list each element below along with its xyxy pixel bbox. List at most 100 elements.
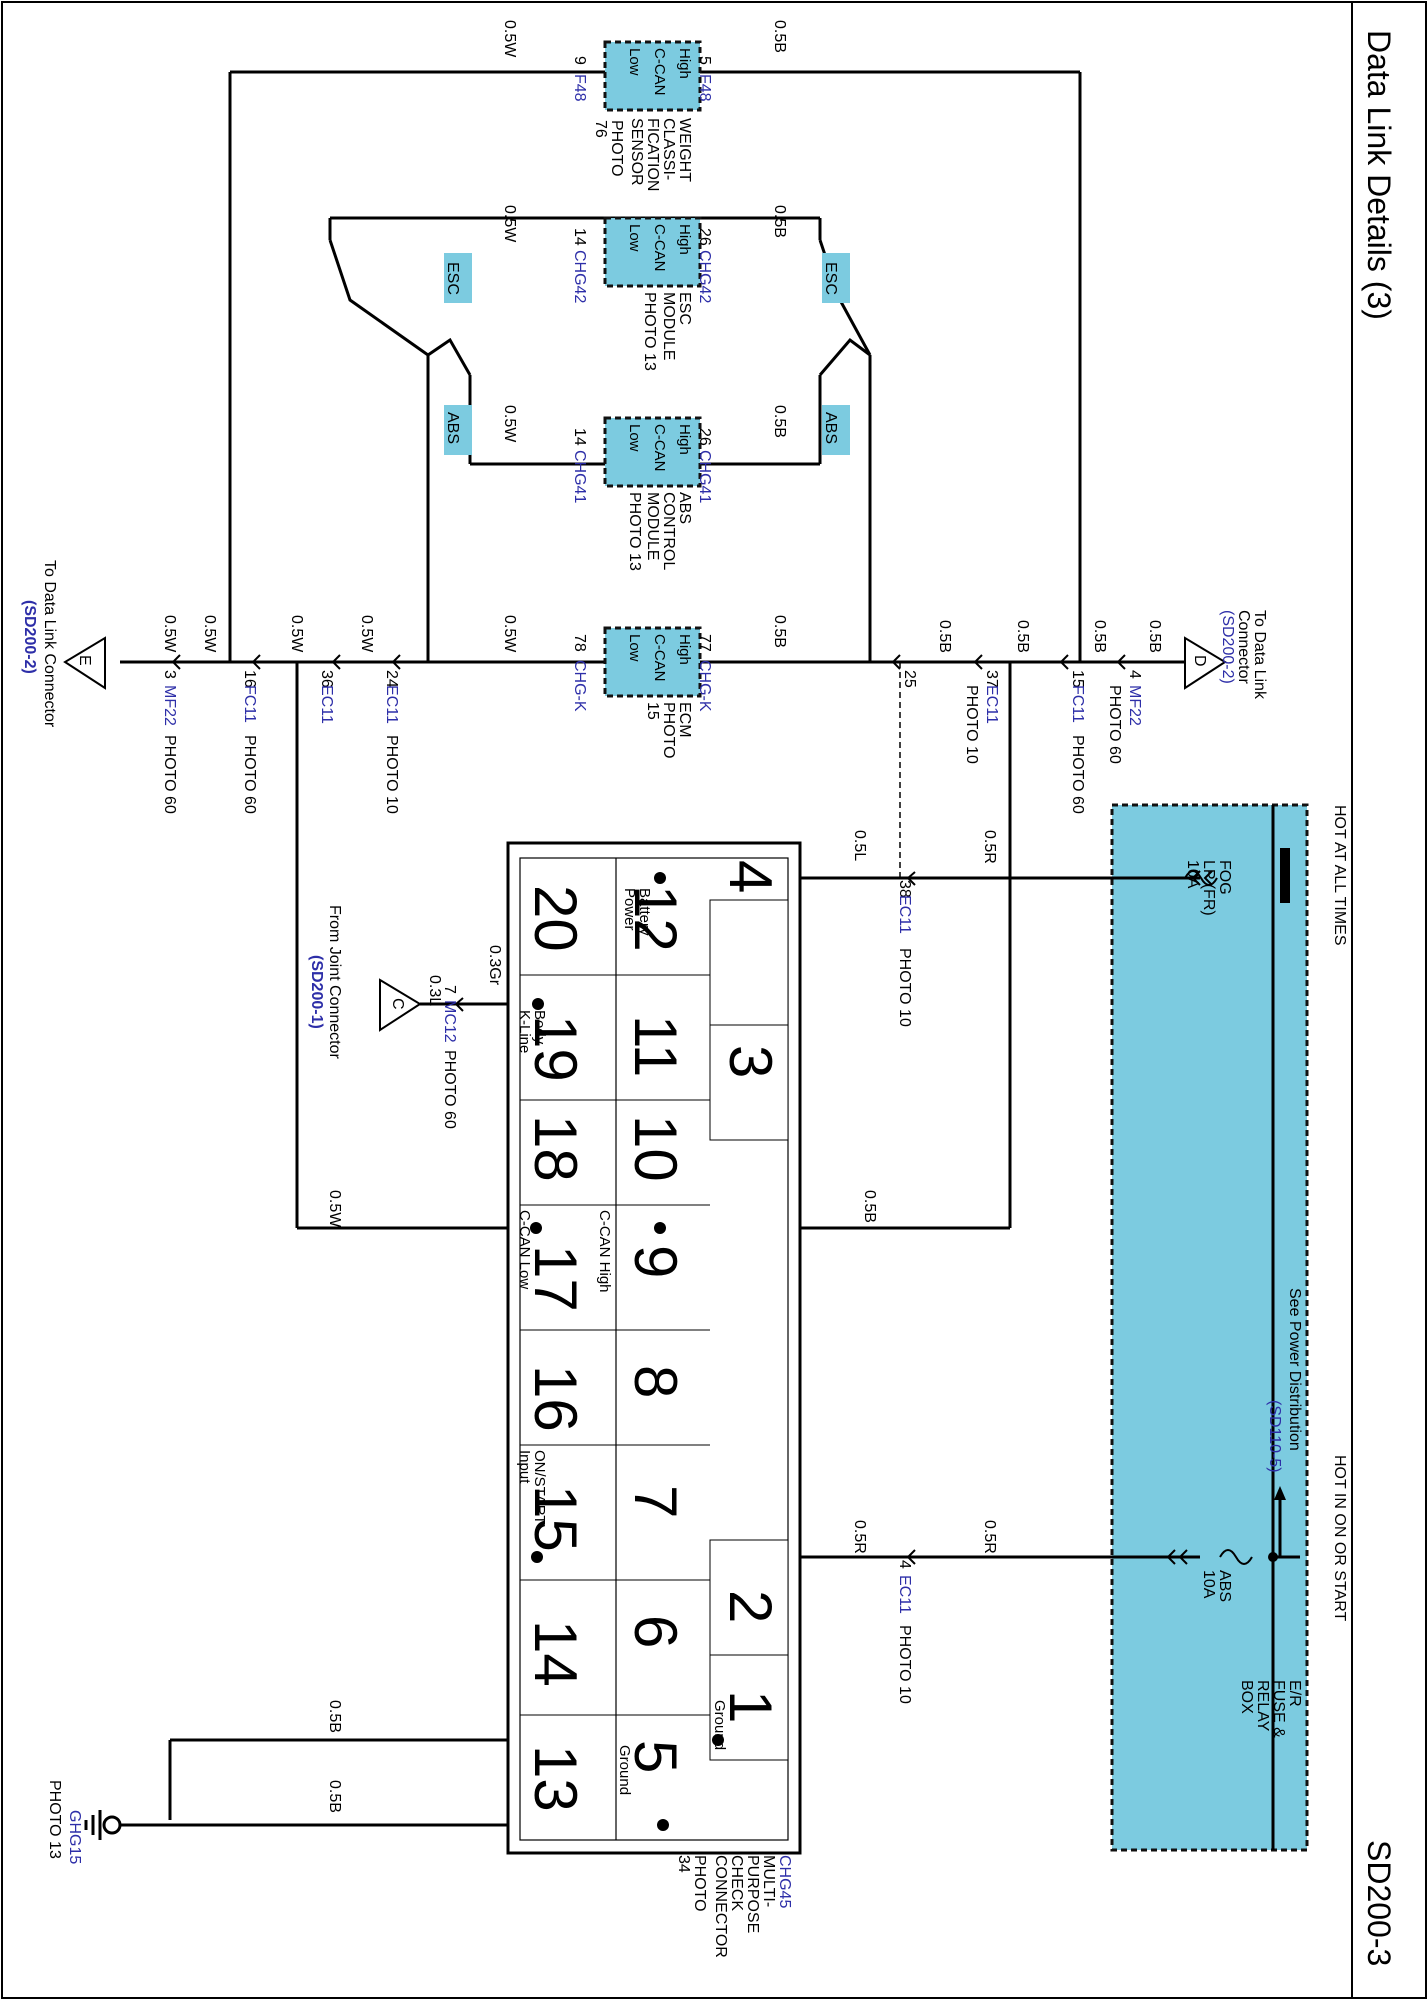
pin-36: 36 [318, 670, 335, 688]
mpcc-pin-4: 4 [717, 860, 784, 893]
pin-4-mf22: 4 [1126, 670, 1143, 679]
mpcc-pin-18: 18 [522, 1115, 589, 1182]
arrow-up-icon [1274, 1486, 1286, 1500]
offpage-e-icon [63, 636, 106, 690]
wcs-pin-l: 9 [571, 56, 588, 65]
conn-mf22-low: MF22 [161, 685, 178, 726]
mpcc-pin-11: 11 [622, 1015, 689, 1077]
wire-high-y2 [818, 337, 871, 376]
mpcc-pin-2: 2 [717, 1590, 784, 1623]
pin-7: 7 [441, 985, 458, 994]
ground-photo: PHOTO 13 [46, 1780, 63, 1859]
ecm-pin-h: 77 [696, 634, 713, 652]
photo10-24: PHOTO 10 [383, 735, 400, 814]
abs-name2: CONTROL [660, 492, 677, 570]
esc-name1: ESC [676, 292, 693, 325]
mpcc-pin-13: 13 [522, 1745, 589, 1812]
page-title: Data Link Details (3) [1361, 30, 1397, 320]
wire-w-can-low: 0.5W [326, 1190, 343, 1228]
mpcc-connector [506, 841, 802, 1855]
abs-pin-h: 26 [696, 428, 713, 446]
wire-label-w6: 0.5W [201, 615, 218, 653]
mpcc-name4: CONNECTOR [712, 1855, 729, 1958]
pin-24: 24 [383, 670, 400, 688]
wire-label-w4: 0.5W [501, 615, 518, 653]
mpcc-pin-17: 17 [522, 1245, 589, 1312]
pin-3: 3 [161, 670, 178, 679]
pin-37: 37 [983, 670, 1000, 688]
ground-conn: GHG15 [66, 1810, 83, 1864]
pin-38: 38 [896, 880, 913, 898]
abs-high-label: High [676, 424, 693, 455]
wire-label-w1: 0.5W [501, 20, 518, 58]
photo60-fc11-l: PHOTO 60 [241, 735, 258, 814]
wire-b-gnd5: 0.5B [326, 1780, 343, 1813]
ecm-photo: PHOTO [660, 702, 677, 759]
conn-ec11-24: EC11 [383, 685, 400, 724]
mpcc-battery: Battery [636, 888, 653, 936]
wire-label-b4: 0.5B [771, 615, 788, 648]
mpcc-can-low: C-CAN Low [516, 1210, 533, 1289]
abs-photo: PHOTO 13 [626, 492, 643, 571]
wcs-name4: SENSOR [628, 118, 645, 186]
wire-label-b2: 0.5B [771, 205, 788, 238]
wire-l-38: 0.5L [851, 830, 868, 861]
mpcc-pin-7: 7 [622, 1485, 689, 1518]
mpcc-pin-5: 5 [622, 1740, 689, 1773]
wcs-photo: PHOTO [608, 120, 625, 177]
fog-fuse-icon [1184, 870, 1218, 886]
er-box-l1: E/R [1286, 1680, 1303, 1707]
wcs-conn-l: F48 [571, 74, 588, 102]
fog-fuse-l1: FOG [1216, 860, 1233, 895]
abs-fuse-l2: 10A [1200, 1570, 1217, 1599]
mpcc-photo-num: 34 [675, 1855, 692, 1873]
er-box-l2: FUSE & [1270, 1680, 1287, 1738]
abs-fuse-l1: ABS [1216, 1570, 1233, 1602]
wire-r-abs: 0.5R [981, 1520, 998, 1554]
wire-label-w2: 0.5W [501, 205, 518, 243]
mpcc-input: Input [516, 1450, 533, 1484]
mpcc-power: Power [621, 888, 638, 931]
wire-label-b5: 0.5B [1146, 620, 1163, 653]
wire-label-b8: 0.5B [936, 620, 953, 653]
wcs-low-label: Low [626, 48, 643, 76]
offpage-d-letter: D [1191, 655, 1208, 667]
page-code: SD200-3 [1361, 1840, 1397, 1966]
mpcc-kline: K-Line [516, 1010, 533, 1053]
conn-ec11-4: EC11 [896, 1575, 913, 1614]
photo60-mf22-h: PHOTO 60 [1106, 685, 1123, 764]
esc-conn-h: CHG42 [696, 250, 713, 303]
mpcc-onstart: ON/START [531, 1450, 548, 1524]
photo60-fc11-h: PHOTO 60 [1069, 735, 1086, 814]
tag-abs-h-text: ABS [822, 412, 839, 444]
offpage-e-line1: To Data Link Connector [41, 560, 58, 728]
wire-label-w3: 0.5W [501, 405, 518, 443]
conn-ec11-36: EC11 [318, 685, 335, 724]
photo10-37: PHOTO 10 [963, 685, 980, 764]
mpcc-pin-10: 10 [622, 1115, 689, 1182]
conn-fc11-low: FC11 [241, 685, 258, 723]
ecm-conn-l: CHG-K [571, 660, 588, 712]
esc-low-label: Low [626, 224, 643, 252]
abs-mid-label: C-CAN [651, 424, 668, 472]
wcs-photo-num: 76 [592, 120, 609, 138]
pin-4-ec11: 4 [896, 1560, 913, 1569]
wcs-high-label: High [676, 48, 693, 79]
see-power-text: See Power Distribution [1286, 1288, 1303, 1451]
wire-gr: 0.3Gr [486, 945, 503, 986]
ecm-name1: ECM [676, 702, 693, 738]
abs-conn-l: CHG41 [571, 450, 588, 503]
abs-module [603, 416, 702, 488]
wire-label-w5: 0.5W [161, 615, 178, 653]
mpcc-name3: CHECK [728, 1855, 745, 1911]
mpcc-name1: MULTI- [760, 1855, 777, 1907]
wire-label-b7: 0.5B [1014, 620, 1031, 653]
wire-label-w8: 0.5W [358, 615, 375, 653]
hot-always-label: HOT AT ALL TIMES [1331, 805, 1348, 946]
ecm-module [603, 626, 702, 698]
conn-mf22-high: MF22 [1126, 685, 1143, 726]
fog-fuse-l3: 10A [1184, 860, 1201, 889]
